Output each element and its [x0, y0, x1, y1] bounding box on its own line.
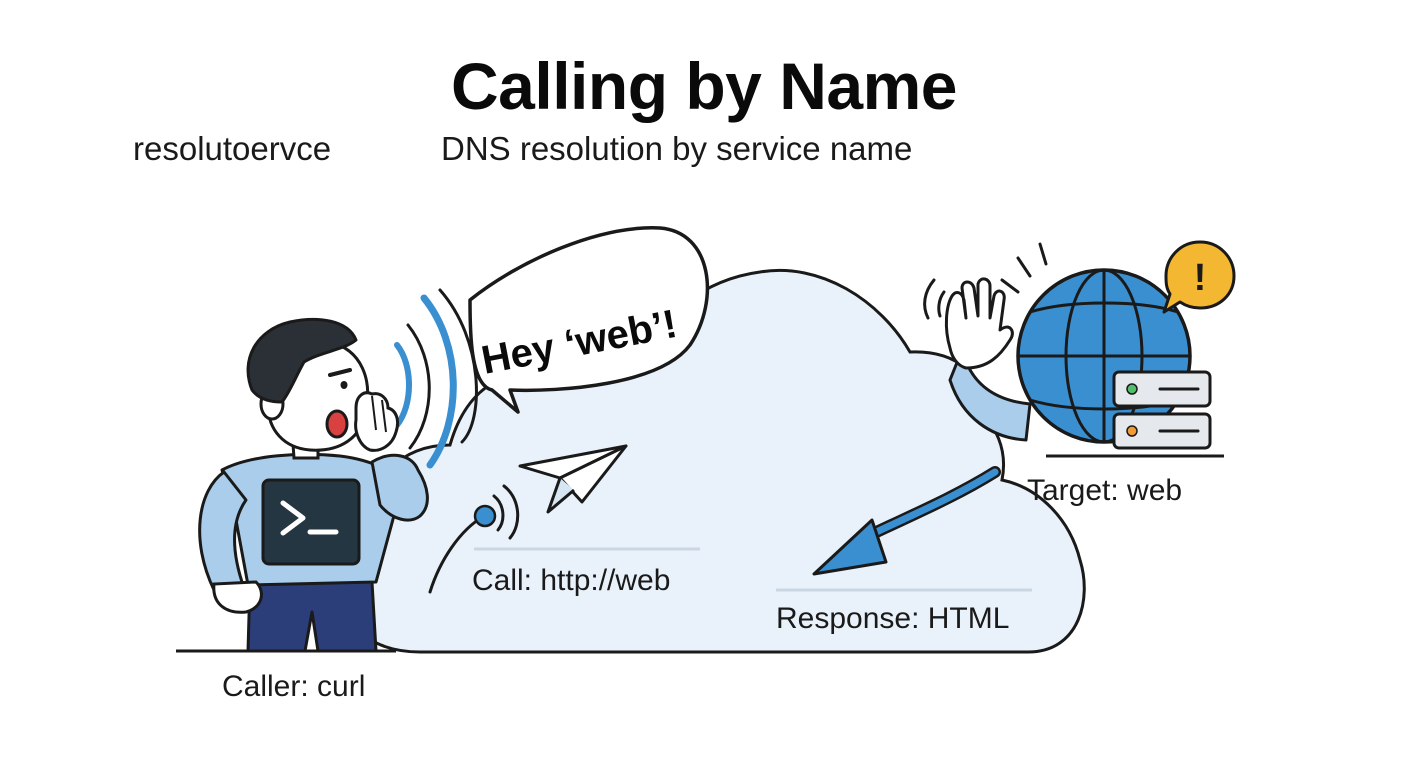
page-title: Calling by Name [451, 49, 957, 123]
speech-bubble [468, 226, 710, 414]
warning-icon: ! [1162, 240, 1236, 314]
subtitle-right: DNS resolution by service name [441, 130, 913, 167]
waving-hand [923, 277, 1032, 442]
paper-plane-icon [518, 444, 628, 514]
arrow-icon [812, 466, 1001, 576]
response-label: Response: HTML [776, 602, 1010, 635]
alert-rays [1000, 242, 1048, 294]
sound-waves-icon [394, 288, 478, 469]
server-icon [1112, 370, 1212, 450]
target-label: Target: web [1027, 474, 1183, 507]
call-label: Call: http://web [472, 564, 671, 597]
subtitle-left: resolutoervce [133, 130, 332, 167]
caller-label: Caller: curl [222, 670, 366, 703]
terminal-icon [261, 478, 361, 566]
warning-symbol: ! [1194, 257, 1207, 299]
signal-icon [428, 484, 520, 594]
